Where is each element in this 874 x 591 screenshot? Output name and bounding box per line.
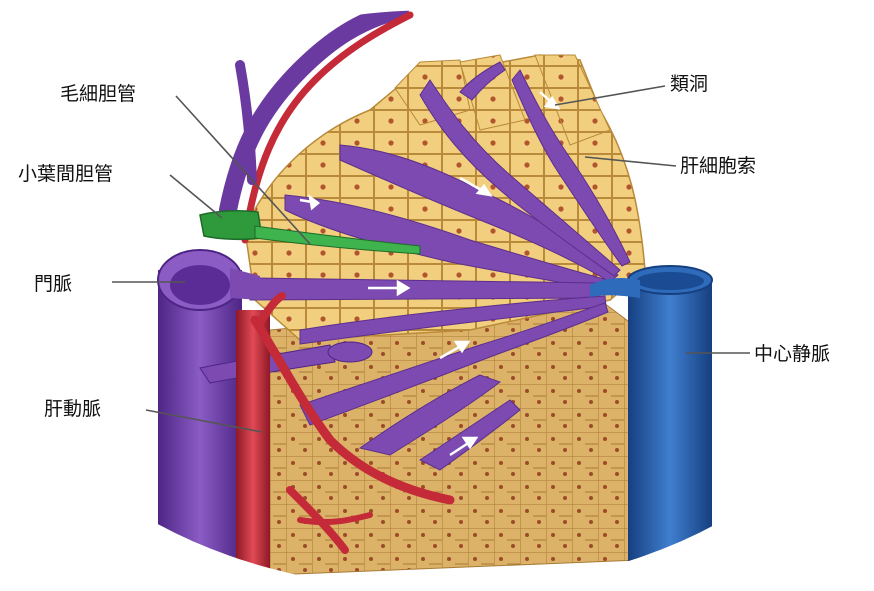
label-hepatic-artery: 肝動脈	[44, 398, 101, 420]
lobule-block	[158, 10, 712, 591]
leader-interlobular-bile-duct	[170, 175, 222, 218]
label-bile-capillary: 毛細胆管	[60, 83, 136, 105]
label-interlobular-bile-duct: 小葉間胆管	[18, 163, 113, 185]
label-hepatic-cord: 肝細胞索	[680, 155, 756, 177]
label-central-vein: 中心静脈	[754, 343, 830, 365]
label-portal-vein: 門脈	[34, 273, 72, 295]
label-sinusoid: 類洞	[670, 73, 708, 95]
